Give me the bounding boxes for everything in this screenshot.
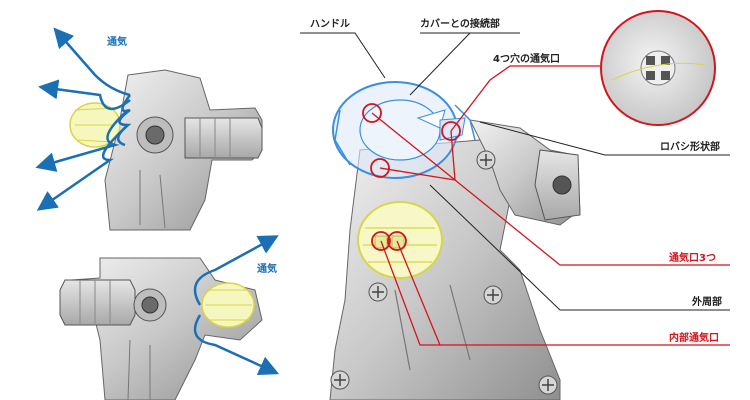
- leader-lines-red: [371, 65, 730, 346]
- airflow-arrows-top: [35, 27, 132, 211]
- bottom-left-part-view: [59, 257, 263, 400]
- label-outer-periphery: 外周部: [691, 295, 722, 308]
- four-hole-vent-magnifier: [600, 10, 716, 126]
- label-four-hole-vent: 4つ穴の通気口: [493, 52, 560, 65]
- label-cover-joint: カバーとの接続部: [420, 17, 500, 30]
- leader-lines-black: [300, 32, 730, 311]
- airflow-arrows-bottom: [193, 235, 280, 375]
- label-vent-three: 通気口3つ: [669, 251, 716, 264]
- airflow-label-bottom: 通気: [257, 262, 277, 275]
- label-inner-vent: 内部通気口: [669, 331, 719, 344]
- red-callout-circles: [362, 103, 461, 251]
- airflow-label-top: 通気: [107, 35, 127, 48]
- label-handle: ハンドル: [310, 18, 350, 30]
- screw-heads: [330, 150, 558, 395]
- main-part-view: [329, 81, 581, 400]
- label-lobashi-shape: ロバシ形状部: [660, 140, 720, 153]
